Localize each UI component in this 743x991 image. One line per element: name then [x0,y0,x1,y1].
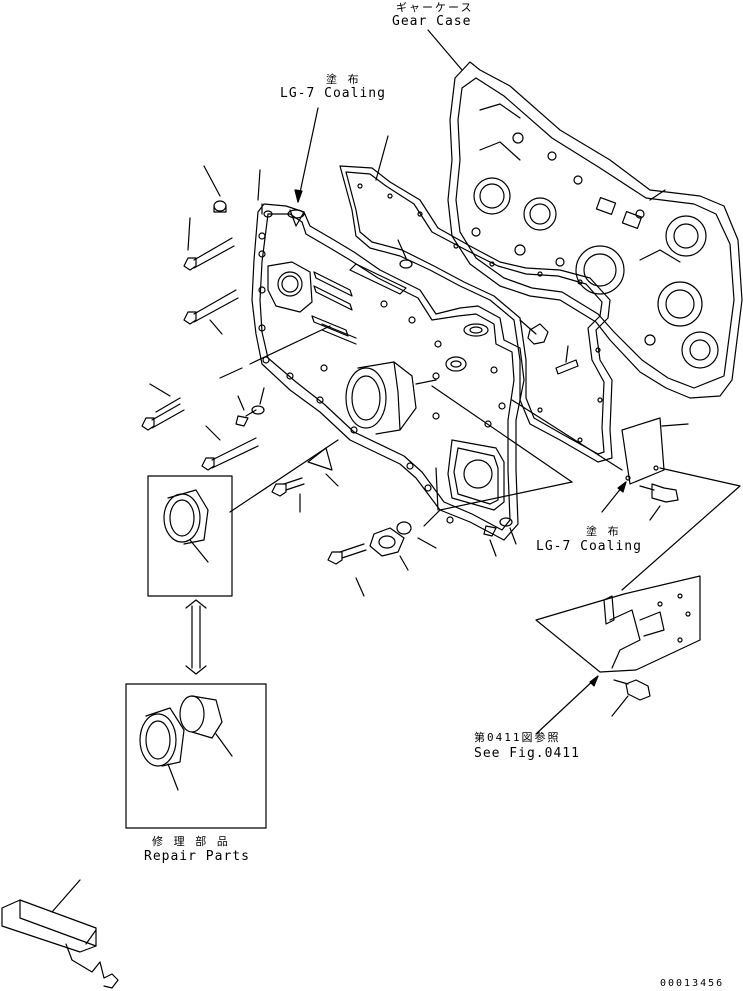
bolt-10 [611,679,651,717]
drawing-number: 00013456 [660,978,725,989]
dowel-pin [555,345,579,375]
seal-detail-box [147,475,233,597]
cover-leader [257,169,261,201]
bolt-7 [327,543,367,597]
see-fig-label-en: See Fig.0411 [474,746,580,761]
coating-top-label-en: LG-7 Coaling [280,86,386,101]
bolt-2 [183,289,239,335]
bolt-6 [271,477,305,513]
plug-1 [203,165,227,213]
leader-bolt-group [219,367,243,379]
gear-case [447,61,743,399]
bracket-reference [535,575,701,673]
bolt-5 [235,387,265,427]
coating-top-label-jp: 塗 布 [326,73,361,86]
bolt-3 [141,383,185,431]
plate-extension [511,399,623,471]
triangle-plate [307,447,339,487]
front-cover [251,203,525,541]
oil-seal-housing [229,361,437,513]
repair-parts-box [125,683,267,829]
cover-plate-small [369,521,437,571]
see-fig-leader [535,677,597,735]
coating-top-arrow [294,189,303,203]
bolt-8 [483,517,517,557]
gear-case-label-jp: ギャーケース [396,1,474,14]
bolt-4 [201,425,259,471]
coating-top-leader [297,107,319,203]
gear-case-label-en: Gear Case [392,14,472,29]
bolt-9 [639,483,679,521]
side-plate-right [621,417,689,485]
see-fig-label-jp: 第0411図参照 [474,731,561,744]
gasket [339,165,613,463]
plug-2 [397,239,413,269]
extension-line [431,385,573,483]
gear-case-leader [427,29,463,71]
installation-tool [1,879,119,989]
coating-right-label-jp: 塗 布 [586,525,621,538]
gasket-leader [375,135,389,181]
coating-right-label-en: LG-7 Coaling [536,539,642,554]
plug-3 [519,319,549,345]
repair-parts-label-jp: 修 理 部 品 [152,835,230,848]
repair-parts-label-en: Repair Parts [144,849,250,864]
double-arrow [185,599,207,675]
bolt-1 [183,217,235,271]
